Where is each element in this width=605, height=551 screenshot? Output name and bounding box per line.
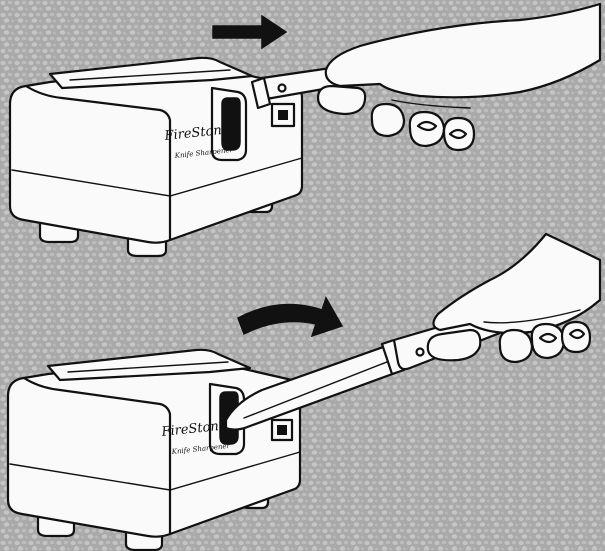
hand <box>432 232 602 335</box>
fingernail <box>538 332 558 344</box>
sharpener-lid <box>46 348 252 382</box>
blade-edge-line <box>243 359 393 419</box>
straight-right-arrow-icon <box>212 14 288 50</box>
knuckle-line <box>391 99 471 109</box>
honing-slot-opening <box>278 110 288 120</box>
sharpener-front-edge <box>22 376 172 536</box>
thumb <box>426 328 482 362</box>
sharpener-lid <box>48 56 254 90</box>
sharpener-base-line <box>9 451 301 491</box>
finger <box>370 102 406 138</box>
lid-groove <box>67 361 229 373</box>
hand <box>324 2 602 99</box>
knife-rivet <box>415 347 425 357</box>
knife-bolster <box>250 76 272 110</box>
fingernail <box>448 128 468 140</box>
brand-logo: FireStone <box>163 122 231 144</box>
honing-slot-opening <box>277 425 287 435</box>
fingernail <box>416 120 438 132</box>
curved-up-arrow-icon <box>237 296 344 338</box>
knuckle-line <box>483 309 581 324</box>
finger <box>498 328 534 364</box>
finger <box>442 116 476 152</box>
sharpener-base-line <box>11 157 303 197</box>
fingernail <box>568 328 586 340</box>
brand-logo: FireStone <box>160 418 228 440</box>
top-panel: FireStone Knife Sharpener <box>8 2 602 258</box>
thumb <box>316 84 367 116</box>
sharpener-front-edge <box>24 84 172 242</box>
sharpening-slot <box>221 97 241 151</box>
lid-groove <box>69 69 231 81</box>
bottom-panel: FireStone Knife Sharpener <box>6 232 602 551</box>
knife-rivet <box>277 83 287 93</box>
